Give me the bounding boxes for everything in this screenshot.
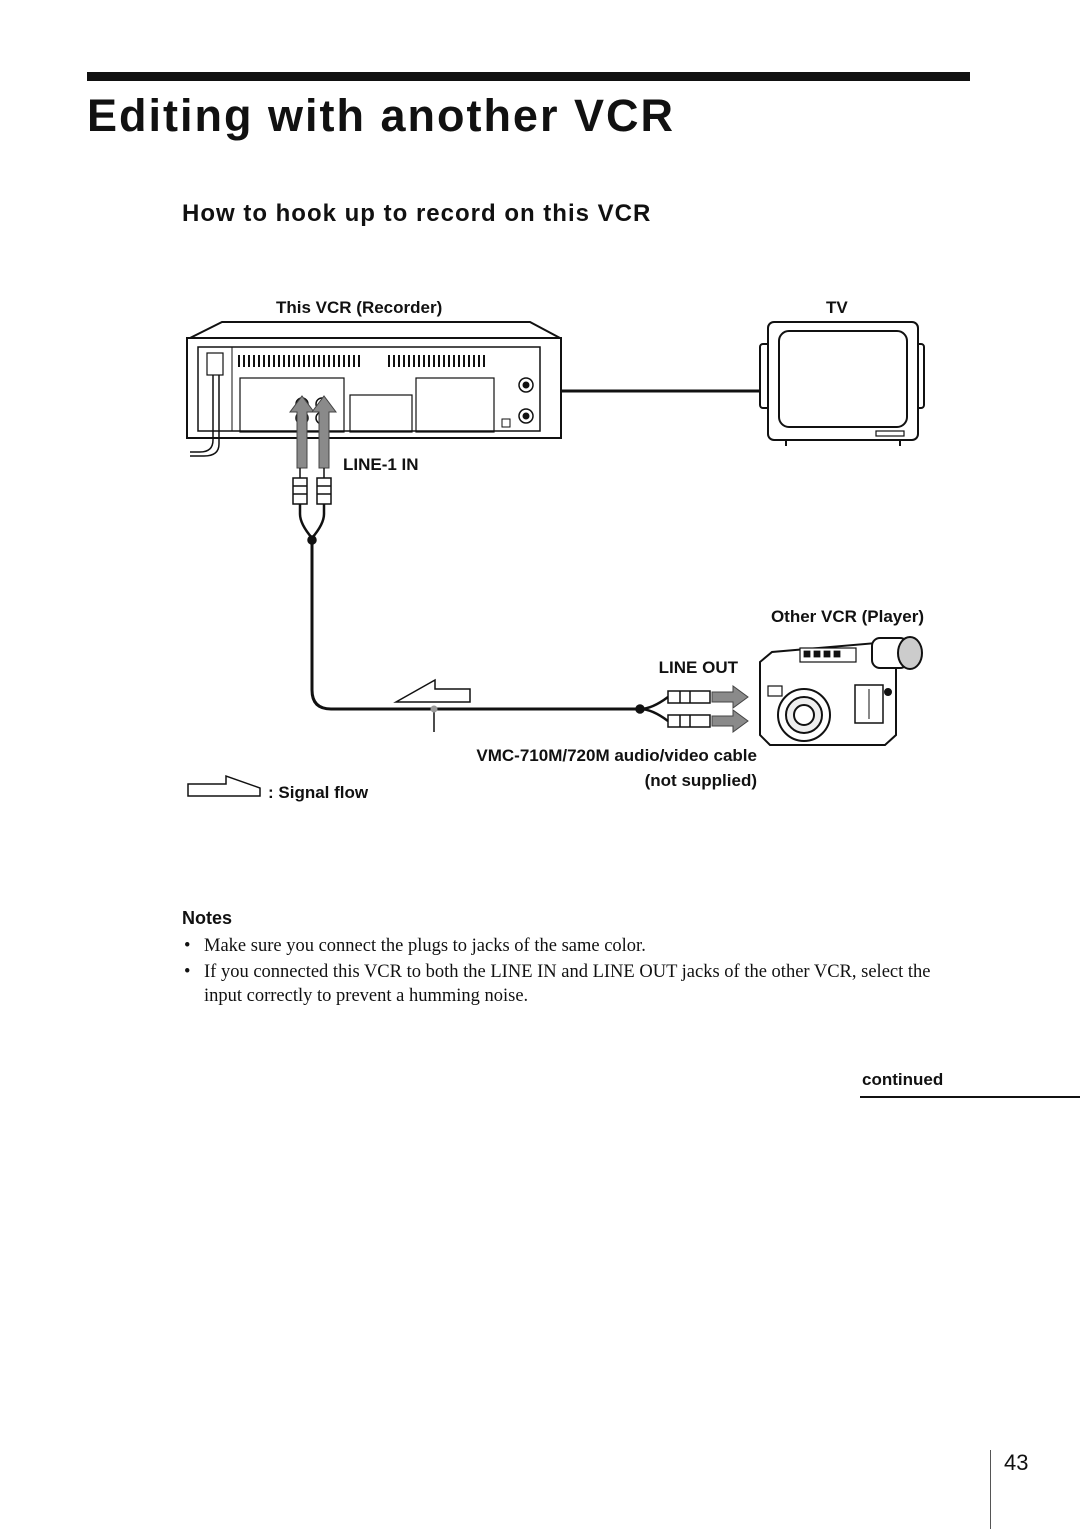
recorder-vcr-illustration (186, 321, 562, 457)
line-out-label: LINE OUT (659, 658, 739, 677)
notes-list: Make sure you connect the plugs to jacks… (182, 934, 962, 1010)
continued-label: continued (862, 1070, 944, 1089)
note-item: Make sure you connect the plugs to jacks… (182, 934, 962, 958)
player-cable-plugs (635, 690, 711, 728)
av-cable (310, 540, 640, 711)
line-in-label: LINE-1 IN (343, 455, 419, 474)
continued-rule (860, 1096, 1080, 1098)
cable-label: VMC-710M/720M audio/video cable (476, 746, 757, 765)
notes-heading: Notes (182, 908, 233, 928)
recorder-label: This VCR (Recorder) (276, 298, 442, 317)
section-heading: How to hook up to record on this VCR (182, 200, 652, 227)
recorder-cable-plugs (292, 468, 332, 545)
cable-note: (not supplied) (645, 771, 757, 790)
signal-flow-legend-label: : Signal flow (268, 783, 369, 802)
page-number: 43 (1004, 1450, 1029, 1475)
title-rule (87, 72, 970, 81)
cable-label-marker (430, 705, 438, 713)
connection-diagram: This VCR (Recorder) TV LINE-1 IN Other V… (186, 298, 925, 802)
camcorder-illustration (759, 636, 923, 746)
note-item: If you connected this VCR to both the LI… (182, 960, 962, 1008)
player-label: Other VCR (Player) (771, 607, 924, 626)
line-out-signal-arrows (711, 685, 749, 733)
page-title: Editing with another VCR (87, 90, 675, 141)
tv-label: TV (826, 298, 848, 317)
signal-flow-arrow (393, 678, 471, 703)
line-in-signal-arrows (289, 395, 337, 469)
page-number-rule (990, 1450, 991, 1529)
legend-signal-flow-arrow (187, 774, 261, 797)
tv-illustration (759, 321, 925, 446)
